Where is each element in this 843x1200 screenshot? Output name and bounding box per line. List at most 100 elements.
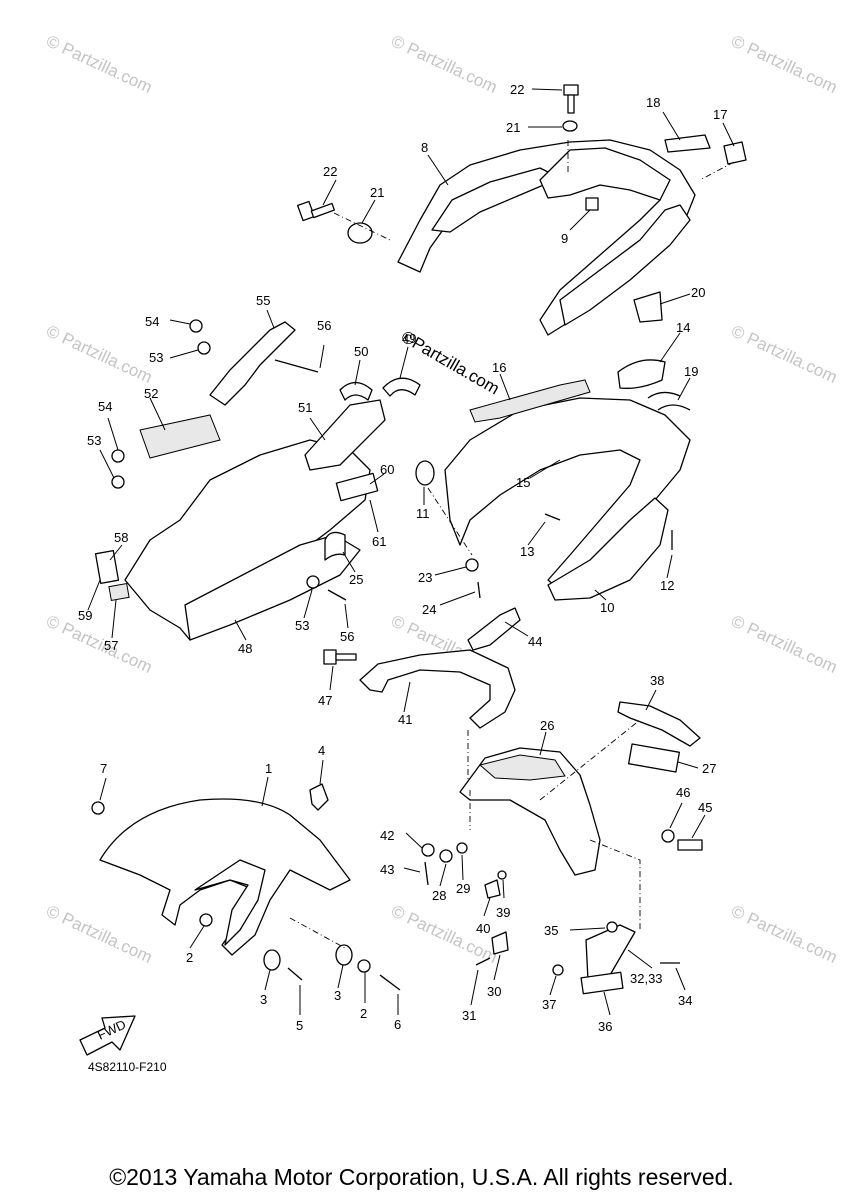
screw-31 (475, 957, 491, 966)
battery-box-assembly (87, 309, 421, 641)
callout-35: 35 (544, 923, 558, 938)
callout-50: 50 (354, 344, 368, 359)
nut-54a (189, 319, 203, 333)
nut-35 (606, 921, 618, 933)
bracket-38 (617, 701, 701, 747)
callout-27: 27 (702, 761, 716, 776)
bracket-41 (359, 649, 516, 729)
callout-32-33: 32,33 (630, 971, 663, 986)
callout-23: 23 (418, 570, 432, 585)
callout-11: 11 (416, 506, 430, 521)
callout-25: 25 (349, 572, 363, 587)
grab-bar-bracket (539, 147, 671, 201)
callout-10: 10 (600, 600, 614, 615)
bracket-26-top (478, 754, 566, 781)
bolt-47 (323, 649, 357, 665)
callout-19: 19 (684, 364, 698, 379)
callout-43: 43 (380, 862, 394, 877)
bolt-45 (677, 839, 703, 851)
callout-56: 56 (340, 629, 354, 644)
watermark: © Partzilla.com (43, 321, 155, 387)
callout-56: 56 (317, 318, 331, 333)
clip-30 (491, 931, 509, 955)
watermark: © Partzilla.com (388, 31, 500, 97)
label-58 (94, 550, 120, 584)
watermark: © Partzilla.com (43, 31, 155, 97)
screw-56a (274, 359, 319, 373)
callout-22: 22 (510, 82, 524, 97)
tray-48 (184, 534, 361, 641)
callout-30: 30 (487, 984, 501, 999)
callout-3: 3 (260, 992, 267, 1007)
reflector-27 (627, 743, 681, 773)
callout-54: 54 (145, 314, 159, 329)
damper-11 (415, 460, 435, 486)
callout-17: 17 (713, 107, 727, 122)
battery-box (124, 439, 371, 641)
damper-3b (335, 944, 353, 966)
callout-15: 15 (516, 475, 530, 490)
trim-19b (647, 391, 681, 399)
callout-44: 44 (528, 634, 542, 649)
watermark: © Partzilla.com (728, 901, 840, 967)
screw-56b (327, 589, 347, 601)
callout-13: 13 (520, 544, 534, 559)
label-57 (108, 582, 130, 602)
callout-21: 21 (506, 120, 520, 135)
callout-41: 41 (398, 712, 412, 727)
callout-31: 31 (462, 1008, 476, 1023)
nut-23 (465, 558, 479, 572)
band-50 (339, 381, 373, 401)
nut-53b (111, 475, 125, 489)
callout-61: 61 (372, 534, 386, 549)
grab-bar-assembly (296, 84, 747, 336)
tail-clip-17 (723, 141, 747, 165)
callout-9: 9 (561, 231, 568, 246)
callout-42: 42 (380, 828, 394, 843)
watermark: © Partzilla.com (728, 611, 840, 677)
callout-1: 1 (265, 761, 272, 776)
front-fender-assembly (91, 759, 401, 1015)
flap-44 (467, 607, 521, 651)
band-49 (382, 377, 421, 397)
callout-26: 26 (540, 718, 554, 733)
callout-22: 22 (323, 164, 337, 179)
nut-37 (552, 964, 564, 976)
trim-16 (469, 379, 591, 423)
callout-20: 20 (691, 285, 705, 300)
nut-7 (91, 801, 105, 815)
watermark: © Partzilla.com (43, 611, 155, 677)
bracket-55 (209, 321, 296, 406)
washer-39 (497, 870, 507, 880)
callout-53: 53 (87, 433, 101, 448)
rear-cowl-10 (547, 497, 669, 601)
callout-40: 40 (476, 921, 490, 936)
callout-16: 16 (492, 360, 506, 375)
callout-29: 29 (456, 881, 470, 896)
bracket-26 (459, 747, 601, 876)
callout-55: 55 (256, 293, 270, 308)
callout-7: 7 (100, 761, 107, 776)
copyright-notice: ©2013 Yamaha Motor Corporation, U.S.A. A… (109, 1164, 734, 1190)
callout-48: 48 (238, 641, 252, 656)
fwd-arrow-icon: FWD (79, 1015, 136, 1056)
license-bracket-assembly (403, 689, 706, 1016)
watermark: © Partzilla.com (728, 321, 840, 387)
clip-4 (309, 783, 329, 811)
diagram-code: 4S82110-F210 (88, 1060, 167, 1074)
callout-28: 28 (432, 888, 446, 903)
callout-60: 60 (380, 462, 394, 477)
nut-54b (111, 449, 125, 463)
rear-bracket-assembly (323, 607, 529, 790)
collar-2a (199, 913, 213, 927)
callout-59: 59 (78, 608, 92, 623)
side-cover-15 (444, 397, 691, 591)
bracket-32-33 (585, 924, 636, 981)
callout-24: 24 (422, 602, 436, 617)
callout-4: 4 (318, 743, 325, 758)
washer-46 (661, 829, 675, 843)
callout-6: 6 (394, 1017, 401, 1032)
callout-labels: 22 21 18 17 8 22 21 9 20 55 54 56 53 50 … (78, 82, 727, 1034)
collar-21-top (562, 120, 578, 132)
